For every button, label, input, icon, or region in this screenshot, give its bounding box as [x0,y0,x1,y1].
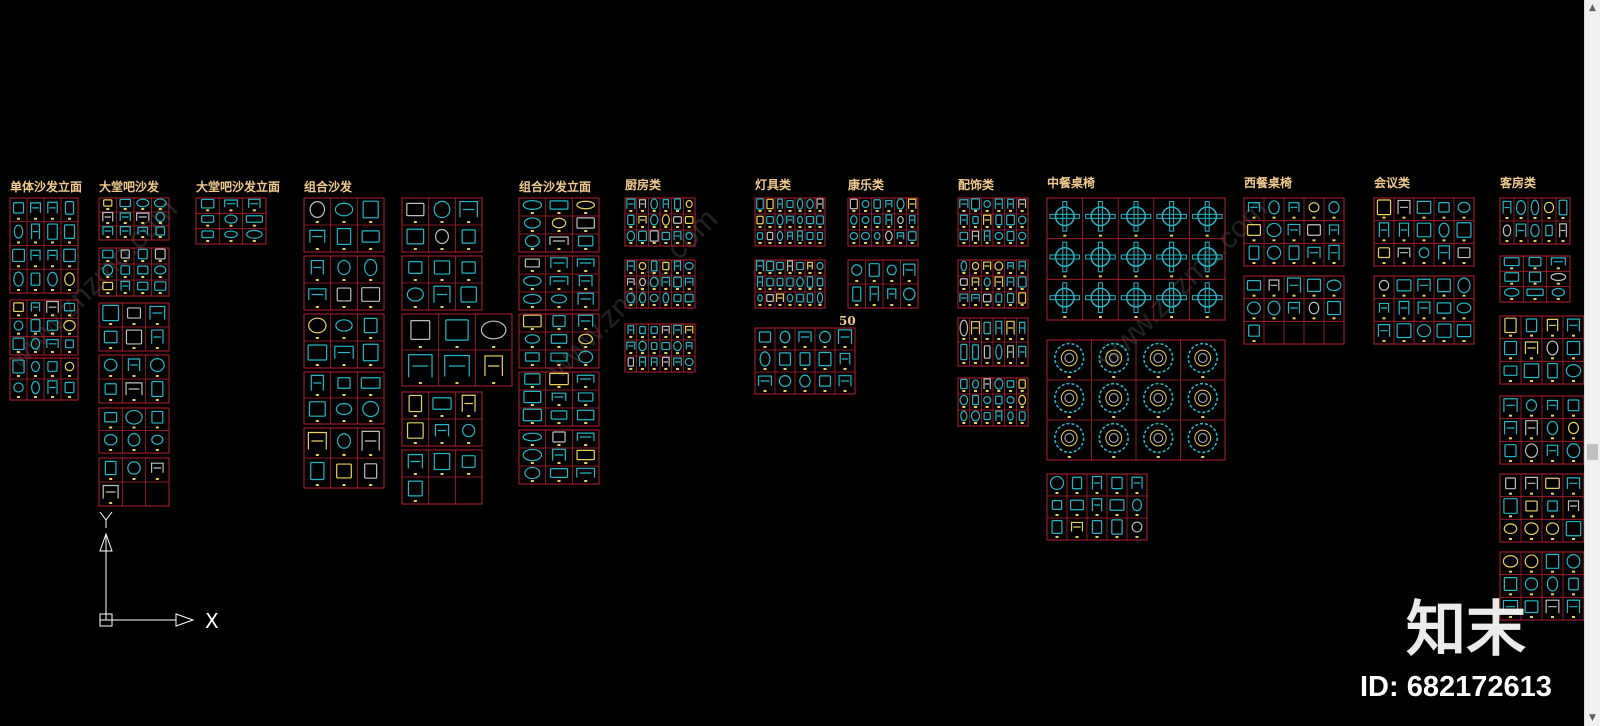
category-label-kitchen: 厨房类 [625,177,662,192]
triangle-up-icon[interactable]: ▲ [1589,3,1596,13]
block-table [1373,275,1475,345]
block-table [1243,197,1345,267]
ucs-icon: X [99,511,219,633]
block-tables [9,197,1584,621]
category-label-single-sofa-elevation: 单体沙发立面 [10,179,82,194]
block-table [518,371,600,427]
vertical-scrollbar[interactable]: ▲ ▼ [1584,0,1600,726]
category-label-combo-sofa-elevation: 组合沙发立面 [519,179,591,194]
block-table [195,197,267,245]
block-table [518,197,600,253]
category-label-western-dining: 西餐桌椅 [1244,175,1292,190]
block-table [754,259,826,309]
category-label-guest-room: 客房类 [1499,175,1537,190]
block-table [1046,473,1148,541]
watermark-brand: 知末 [1406,596,1526,663]
block-table [754,197,826,247]
block-table [518,429,600,485]
block-table [754,327,856,395]
category-label-conference: 会议类 [1374,175,1411,190]
category-label-combo-sofa: 组合沙发 [304,179,353,194]
category-label-lighting: 灯具类 [755,177,792,192]
watermark: 知末 ID: 682172613 [1360,596,1552,703]
block-table [1499,255,1571,303]
category-label-chinese-dining: 中餐桌椅 [1047,175,1095,190]
category-label-accessories: 配饰类 [958,177,995,192]
scrollbar-thumb[interactable] [1587,444,1598,460]
triangle-down-icon[interactable]: ▼ [1589,713,1596,723]
block-table [518,255,600,311]
watermark-id: ID: 682172613 [1360,671,1552,703]
block-table [1373,197,1475,267]
category-label-lobby-bar-sofa-elevation: 大堂吧沙发立面 [196,179,280,194]
category-labels: 单体沙发立面 大堂吧沙发 大堂吧沙发立面 组合沙发 组合沙发立面 厨房类 灯具类… [10,175,1537,328]
category-label-recreation: 康乐类 [848,177,885,192]
category-label-lobby-bar-sofa: 大堂吧沙发 [99,179,160,194]
ucs-x-label: X [205,609,219,633]
block-table [1243,275,1345,345]
block-table [518,313,600,369]
block-number-label: 50 [839,314,856,328]
block-table [1046,197,1226,321]
